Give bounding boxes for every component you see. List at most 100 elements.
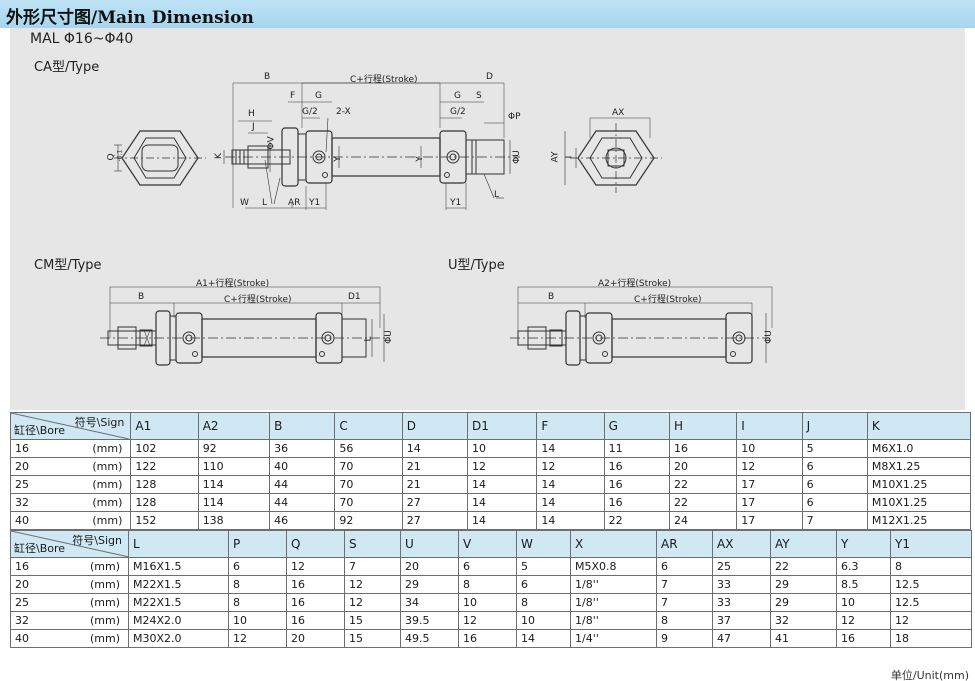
dim-g-front: G (315, 91, 322, 101)
value-cell: 39.5 (400, 611, 459, 630)
dim-a1-stroke: A1+行程(Stroke) (196, 279, 270, 289)
value-cell: 40 (269, 457, 336, 476)
corner-diagonal (11, 531, 128, 557)
dim-j: J (252, 122, 255, 132)
ca-type-label: CA型/Type (34, 60, 100, 75)
value-cell: 14 (536, 493, 605, 512)
value-cell: 7 (344, 557, 401, 576)
value-cell: 102 (130, 439, 199, 458)
value-cell: 14 (466, 511, 538, 530)
value-cell: 10 (736, 439, 803, 458)
value-cell: 46 (269, 511, 336, 530)
ca-side-view (223, 82, 520, 210)
value-cell: 27 (401, 511, 468, 530)
table-row: 40 (mm) M30X2.0 12 20 15 49.5 16 14 1/4'… (10, 629, 972, 648)
value-cell: 20 (400, 557, 459, 576)
cm-side-view (100, 286, 390, 366)
value-cell: 32 (770, 611, 837, 630)
column-header: H (668, 412, 738, 440)
value-cell: 21 (401, 457, 468, 476)
page-header: 外形尺寸图/Main Dimension (0, 0, 975, 28)
value-cell: 10 (458, 593, 517, 612)
value-cell: M16X1.5 (128, 557, 229, 576)
value-cell: 29 (770, 593, 837, 612)
value-cell: 14 (536, 511, 605, 530)
unit-cell: (mm) (70, 593, 129, 612)
value-cell: M6X1.0 (866, 439, 972, 458)
corner-diagonal (11, 413, 129, 439)
corner-bore-label: 缸径\Bore (14, 542, 66, 555)
bore-cell: 16 (10, 557, 71, 576)
value-cell: 33 (712, 593, 771, 612)
value-cell: 5 (801, 439, 868, 458)
value-cell: 12 (344, 575, 401, 594)
value-cell: 44 (269, 493, 336, 512)
value-cell: 17 (736, 511, 803, 530)
table-row: 16 (mm) 102 92 36 56 14 10 14 11 16 10 5… (9, 439, 972, 458)
dim-g2-rear: G/2 (450, 107, 466, 117)
value-cell: 25 (712, 557, 771, 576)
value-cell: 6 (516, 575, 571, 594)
value-cell: 6.3 (836, 557, 891, 576)
unit-cell: (mm) (71, 475, 132, 494)
value-cell: 56 (334, 439, 403, 458)
dim-s: S (476, 91, 482, 101)
dim-q-tolerance: -0.1 (116, 149, 124, 162)
dim-w: W (240, 198, 249, 208)
column-header: V (458, 530, 517, 558)
column-header: AY (770, 530, 837, 558)
value-cell: 8 (458, 575, 517, 594)
value-cell: 47 (712, 629, 771, 648)
value-cell: 16 (668, 439, 738, 458)
unit-cell: (mm) (71, 457, 132, 476)
value-cell: 22 (603, 511, 670, 530)
value-cell: 16 (458, 629, 517, 648)
dim-phi-v: ΦV (266, 136, 277, 150)
value-cell: 1/8'' (570, 593, 657, 612)
cm-type-label: CM型/Type (34, 258, 102, 273)
value-cell: 12 (890, 611, 972, 630)
value-cell: 49.5 (400, 629, 459, 648)
value-cell: 12.5 (890, 575, 972, 594)
value-cell: 11 (603, 439, 670, 458)
dim-f: F (290, 91, 296, 101)
dim-q: Q (106, 153, 117, 161)
column-header: F (536, 412, 605, 440)
value-cell: 7 (656, 575, 713, 594)
dim-h: H (248, 109, 255, 119)
value-cell: 37 (712, 611, 771, 630)
dim-phi-p: ΦP (508, 112, 521, 122)
column-header: Y1 (890, 530, 972, 558)
dimension-table-2: 符号\Sign 缸径\Bore L P Q S U V W X AR AX AY… (10, 530, 972, 648)
dim-y-rear: Y (414, 156, 425, 162)
value-cell: 12.5 (890, 593, 972, 612)
value-cell: 20 (286, 629, 345, 648)
value-cell: 8.5 (836, 575, 891, 594)
value-cell: 10 (466, 439, 538, 458)
value-cell: 6 (801, 457, 868, 476)
unit-note: 单位/Unit(mm) (890, 669, 969, 681)
table-2-header-row: 符号\Sign 缸径\Bore L P Q S U V W X AR AX AY… (10, 530, 972, 558)
dim-g2-front: G/2 (302, 107, 318, 117)
value-cell: 138 (197, 511, 271, 530)
column-header: A1 (130, 412, 199, 440)
dim-phi-u-ca: ΦU (511, 150, 522, 164)
value-cell: 8 (516, 593, 571, 612)
value-cell: 8 (228, 575, 287, 594)
value-cell: 16 (286, 611, 345, 630)
value-cell: 10 (228, 611, 287, 630)
table-row: 25 (mm) M22X1.5 8 16 12 34 10 8 1/8'' 7 … (10, 593, 972, 612)
dimension-tables: 符号\Sign 缸径\Bore A1 A2 B C D D1 F G H I J… (9, 412, 972, 648)
value-cell: 8 (656, 611, 713, 630)
value-cell: 6 (458, 557, 517, 576)
dim-ax: AX (612, 108, 625, 118)
value-cell: 34 (400, 593, 459, 612)
value-cell: 36 (269, 439, 336, 458)
value-cell: 16 (603, 475, 670, 494)
dim-b: B (264, 72, 271, 82)
bore-cell: 40 (10, 629, 71, 648)
bore-cell: 40 (9, 511, 72, 530)
value-cell: 5 (516, 557, 571, 576)
drawing-lines (100, 82, 773, 366)
value-cell: 12 (458, 611, 517, 630)
